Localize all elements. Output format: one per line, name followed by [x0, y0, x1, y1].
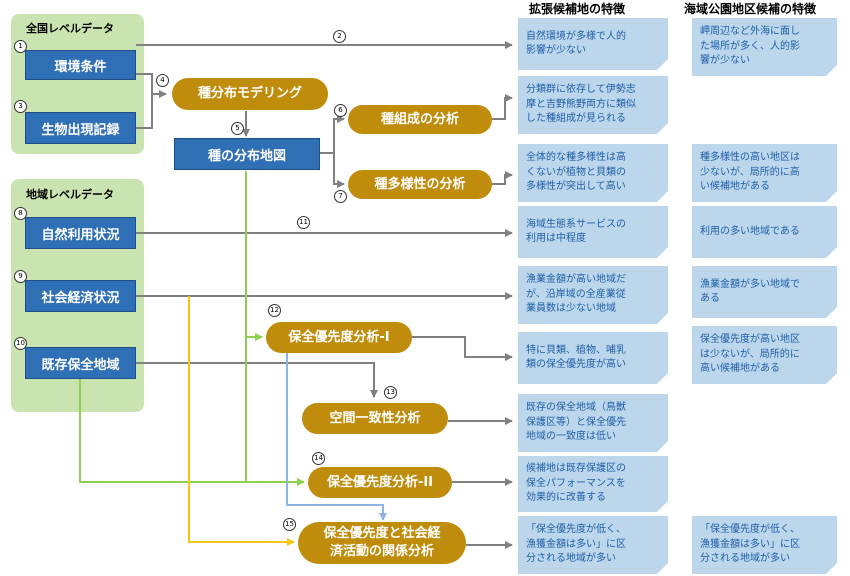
priority-analysis-1-node: 保全優先度分析-I: [266, 322, 412, 353]
candidate-note: 漁業金額が高い地域だ が、沿岸域の全産業従 業員数は少ない地域: [518, 266, 668, 324]
marine-park-note-text: 漁業金額が多い地域で ある: [700, 278, 800, 304]
species-modeling-node: 種分布モデリング: [172, 78, 328, 110]
marine-park-note-text: 種多様性の高い地区は 少ないが、局所的に高 い候補地がある: [700, 152, 800, 193]
marine-park-note: 種多様性の高い地区は 少ないが、局所的に高 い候補地がある: [692, 144, 837, 202]
candidate-note-text: 既存の保全地域（鳥獣 保護区等）と保全優先 地域の一致度は低い: [526, 402, 626, 443]
step-number-2: 2: [333, 30, 346, 43]
national-group-title: 全国レベルデータ: [26, 22, 114, 35]
marine-park-note: 漁業金額が多い地域で ある: [692, 266, 837, 318]
candidate-column-title: 拡張候補地の特徴: [529, 2, 626, 16]
environment-conditions-box: 環境条件: [25, 50, 136, 80]
step-number-6: 6: [334, 104, 347, 117]
species-distribution-map-box: 種の分布地図: [174, 138, 320, 170]
step-number-3: 3: [14, 100, 27, 113]
marine-park-note-text: 「保全優先度が低く、 漁獲金額は多い」に区 分される地域が多い: [700, 524, 800, 565]
candidate-note: 全体的な種多様性は高 くないが植物と貝類の 多様性が突出して高い: [518, 144, 668, 202]
candidate-note: 特に貝類、植物、哺乳 類の保全優先度が高い: [518, 332, 668, 384]
marine-park-note: 保全優先度が高い地区 は少ないが、局所的に 高い候補地がある: [692, 326, 837, 384]
step-number-15: 15: [283, 518, 296, 531]
priority-socioeconomic-relation-node: 保全優先度と社会経 済活動の関係分析: [298, 522, 466, 564]
local-group-title: 地域レベルデータ: [26, 188, 114, 201]
candidate-note-text: 「保全優先度が低く、 漁獲金額は多い」に区 分される地域が多い: [526, 524, 626, 565]
step-number-4: 4: [156, 74, 169, 87]
candidate-note-text: 漁業金額が高い地域だ が、沿岸域の全産業従 業員数は少ない地域: [526, 274, 626, 315]
step-number-12: 12: [268, 304, 281, 317]
step-number-11: 11: [297, 216, 310, 229]
step-number-1: 1: [14, 40, 27, 53]
step-number-5: 5: [231, 122, 244, 135]
marine-park-note: 「保全優先度が低く、 漁獲金額は多い」に区 分される地域が多い: [692, 516, 837, 574]
candidate-note: 分類群に依存して伊勢志 摩と吉野熊野両方に類似 した種組成が見られる: [518, 76, 668, 134]
priority-analysis-2-node: 保全優先度分析-II: [308, 467, 452, 498]
marine-park-note-text: 岬周辺など外海に面し た場所が多く、人的影 響が少ない: [700, 26, 800, 67]
socioeconomic-box: 社会経済状況: [25, 280, 136, 312]
step-number-8: 8: [14, 207, 27, 220]
candidate-note-text: 自然環境が多様で人的 影響が少ない: [526, 30, 626, 56]
marine-park-note-text: 利用の多い地域である: [700, 225, 800, 237]
step-number-10: 10: [14, 337, 27, 350]
candidate-note-text: 全体的な種多様性は高 くないが植物と貝類の 多様性が突出して高い: [526, 152, 626, 193]
marine-park-column-title: 海域公園地区候補の特徴: [684, 2, 817, 16]
candidate-note: 候補地は既存保護区の 保全パフォーマンスを 効果的に改善する: [518, 456, 668, 512]
spatial-consistency-node: 空間一致性分析: [302, 403, 448, 434]
candidate-note-text: 特に貝類、植物、哺乳 類の保全優先度が高い: [526, 344, 626, 370]
marine-park-note: 利用の多い地域である: [692, 206, 837, 258]
biological-records-box: 生物出現記録: [25, 112, 136, 144]
candidate-note: 海域生態系サービスの 利用は中程度: [518, 206, 668, 258]
candidate-note: 「保全優先度が低く、 漁獲金額は多い」に区 分される地域が多い: [518, 516, 668, 574]
marine-park-note: 岬周辺など外海に面し た場所が多く、人的影 響が少ない: [692, 18, 837, 76]
step-number-9: 9: [14, 270, 27, 283]
species-composition-node: 種組成の分析: [348, 105, 492, 134]
step-number-7: 7: [334, 190, 347, 203]
marine-park-note-text: 保全優先度が高い地区 は少ないが、局所的に 高い候補地がある: [700, 334, 800, 375]
candidate-note: 自然環境が多様で人的 影響が少ない: [518, 18, 668, 70]
candidate-note-text: 候補地は既存保護区の 保全パフォーマンスを 効果的に改善する: [526, 463, 626, 504]
candidate-note: 既存の保全地域（鳥獣 保護区等）と保全優先 地域の一致度は低い: [518, 394, 668, 452]
existing-conservation-box: 既存保全地域: [25, 347, 136, 379]
step-number-13: 13: [384, 386, 397, 399]
step-number-14: 14: [312, 452, 325, 465]
species-diversity-node: 種多様性の分析: [348, 170, 492, 199]
candidate-note-text: 分類群に依存して伊勢志 摩と吉野熊野両方に類似 した種組成が見られる: [526, 84, 636, 125]
candidate-note-text: 海域生態系サービスの 利用は中程度: [526, 218, 626, 244]
natural-use-box: 自然利用状況: [25, 217, 136, 249]
